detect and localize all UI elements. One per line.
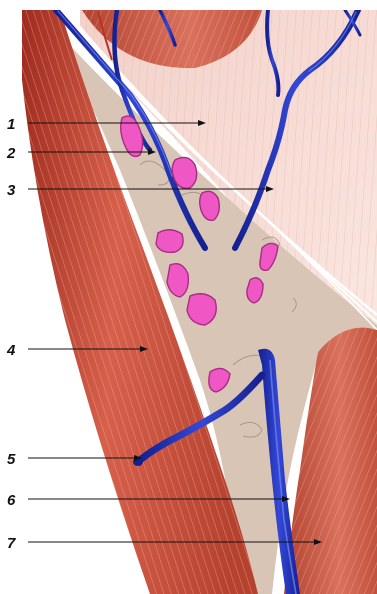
label-1: 1 bbox=[7, 116, 15, 133]
label-4: 4 bbox=[6, 342, 16, 359]
label-3: 3 bbox=[7, 182, 16, 199]
label-6: 6 bbox=[7, 492, 16, 509]
label-7: 7 bbox=[7, 535, 16, 552]
label-2: 2 bbox=[6, 145, 16, 162]
label-5: 5 bbox=[7, 451, 16, 468]
